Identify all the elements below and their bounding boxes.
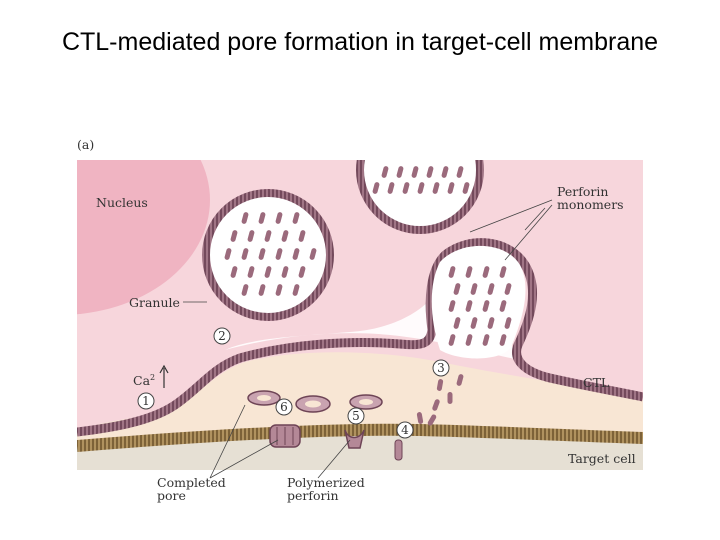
target-cell-label: Target cell: [568, 451, 636, 466]
svg-text:4: 4: [401, 423, 409, 437]
perforin-monomers-label: Perforin monomers: [557, 184, 624, 212]
step-marker-6: 6: [275, 398, 293, 416]
step-markers: 1 2 3 4 5 6: [137, 327, 450, 439]
svg-text:2: 2: [218, 329, 226, 343]
step-marker-3: 3: [432, 359, 450, 377]
calcium-increase-arrow-icon: [159, 364, 169, 388]
slide-title: CTL-mediated pore formation in target-ce…: [61, 28, 659, 56]
inserting-monomer: [394, 439, 403, 461]
leader-lines: [183, 199, 553, 479]
svg-text:1: 1: [142, 394, 150, 408]
svg-text:6: 6: [280, 400, 288, 414]
step-marker-5: 5: [347, 407, 365, 425]
pore-in-progress: [247, 390, 383, 413]
panel-label: (a): [77, 137, 94, 152]
ctl-label: CTL: [583, 375, 609, 390]
polymerized-perforin: [344, 429, 365, 449]
calcium-label: Ca2: [133, 373, 155, 388]
completed-pore-label: Completed pore: [157, 475, 230, 503]
granule-top: [356, 160, 484, 234]
granule-label: Granule: [129, 295, 180, 310]
svg-text:5: 5: [352, 409, 360, 423]
ctl-membrane: [77, 238, 643, 437]
fusing-granule: [431, 245, 526, 359]
perforin-monomers: [224, 166, 512, 426]
svg-text:3: 3: [437, 361, 445, 375]
step-marker-2: 2: [213, 327, 231, 345]
nucleus-label: Nucleus: [96, 195, 148, 210]
step-marker-1: 1: [137, 392, 155, 410]
nucleus: [77, 160, 210, 315]
step-marker-4: 4: [396, 421, 414, 439]
polymerized-perforin-label: Polymerized perforin: [287, 475, 369, 503]
completed-pore: [269, 424, 301, 448]
